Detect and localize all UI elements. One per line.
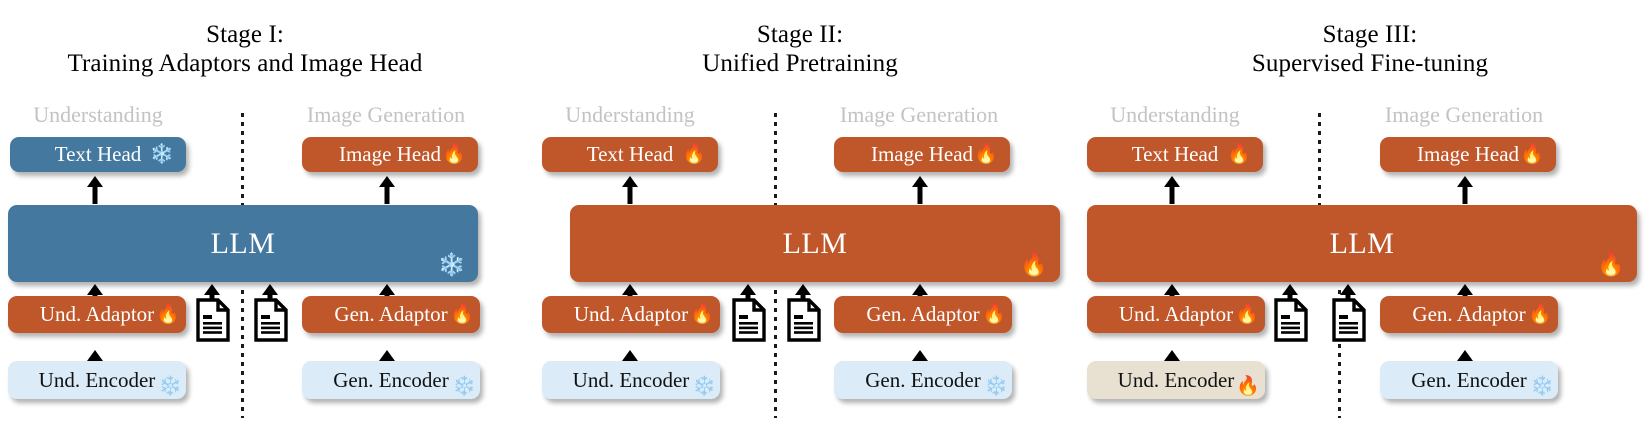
stage-1-caption-image-generation: Image Generation <box>306 102 466 127</box>
stage-3-text-head-label: Text Head <box>1131 142 1219 166</box>
stage-3-llm-label: LLM <box>1329 226 1395 260</box>
stage-2-gen-adaptor-label: Gen. Adaptor <box>866 302 980 326</box>
stage-3-llm[interactable]: LLM 🔥 <box>1087 205 1637 282</box>
flame-icon: 🔥 <box>1236 376 1260 397</box>
stage-3-title: Stage III: Supervised Fine-tuning <box>1125 20 1615 78</box>
stage-3-gen-adaptor[interactable]: Gen. Adaptor 🔥 <box>1380 296 1558 333</box>
stage-3-image-head-label: Image Head <box>1416 142 1520 166</box>
stage-3-document-left <box>1274 298 1308 347</box>
stage-1-document-left <box>196 298 230 347</box>
snowflake-icon: ❄️ <box>150 144 174 165</box>
flame-icon: 🔥 <box>1020 252 1048 277</box>
flame-icon: 🔥 <box>682 144 706 165</box>
flame-icon: 🔥 <box>1597 252 1625 277</box>
stage-2-title: Stage II: Unified Pretraining <box>555 20 1045 78</box>
stage-1-title: Stage I: Training Adaptors and Image Hea… <box>0 20 490 78</box>
stage-2-und-adaptor[interactable]: Und. Adaptor 🔥 <box>542 296 720 333</box>
stage-1-llm-label: LLM <box>210 226 276 260</box>
stage-2-und-encoder[interactable]: Und. Encoder ❄️ <box>542 361 720 399</box>
snowflake-icon: ❄️ <box>984 376 1008 397</box>
stage-1-und-adaptor-label: Und. Adaptor <box>39 302 155 326</box>
flame-icon: 🔥 <box>1528 304 1552 325</box>
flame-icon: 🔥 <box>156 304 180 325</box>
stage-1-und-encoder-label: Und. Encoder <box>38 367 156 392</box>
stage-3-image-head[interactable]: Image Head 🔥 <box>1380 137 1556 172</box>
snowflake-icon: ❄️ <box>692 376 716 397</box>
stage-1-caption-understanding: Understanding <box>33 102 163 127</box>
stage-3-title-line2: Supervised Fine-tuning <box>1251 50 1489 77</box>
stage-2-gen-encoder[interactable]: Gen. Encoder ❄️ <box>834 361 1012 399</box>
stage-3-caption-understanding: Understanding <box>1110 102 1240 127</box>
stage-2-gen-encoder-label: Gen. Encoder <box>865 367 981 392</box>
stage-2-llm-label: LLM <box>782 226 848 260</box>
flame-icon: 🔥 <box>1235 304 1259 325</box>
stage-1-title-line1: Stage I: <box>206 21 284 48</box>
stage-2-caption-understanding: Understanding <box>565 102 695 127</box>
stage-3-gen-adaptor-label: Gen. Adaptor <box>1412 302 1526 326</box>
stage-2-divider-upper <box>774 113 777 205</box>
stage-3-und-adaptor[interactable]: Und. Adaptor 🔥 <box>1087 296 1265 333</box>
stage-2-divider-lower <box>774 290 777 418</box>
stage-2-title-line1: Stage II: <box>756 21 844 48</box>
snowflake-icon: ❄️ <box>1530 376 1554 397</box>
stage-1-und-encoder[interactable]: Und. Encoder ❄️ <box>8 361 186 399</box>
stage-2-image-head-label: Image Head <box>870 142 974 166</box>
flame-icon: 🔥 <box>974 144 998 165</box>
stage-3-gen-encoder[interactable]: Gen. Encoder ❄️ <box>1380 361 1558 399</box>
stage-3-und-encoder[interactable]: Und. Encoder 🔥 <box>1087 361 1265 399</box>
stage-3-text-head[interactable]: Text Head 🔥 <box>1087 137 1263 172</box>
flame-icon: 🔥 <box>450 304 474 325</box>
stage-2-und-adaptor-label: Und. Adaptor <box>573 302 689 326</box>
stage-2-title-line2: Unified Pretraining <box>702 50 898 77</box>
stage-1-gen-adaptor-label: Gen. Adaptor <box>334 302 448 326</box>
stage-3-divider-lower <box>1338 290 1341 418</box>
stage-1-text-head-label: Text Head <box>54 142 142 166</box>
stage-1-divider-lower <box>241 290 244 418</box>
stage-3-und-encoder-label: Und. Encoder <box>1117 367 1235 392</box>
stage-2-llm[interactable]: LLM 🔥 <box>570 205 1060 282</box>
flame-icon: 🔥 <box>1227 144 1251 165</box>
stage-2-text-head[interactable]: Text Head 🔥 <box>542 137 718 172</box>
stage-3-document-right <box>1332 298 1366 347</box>
stage-1-gen-adaptor[interactable]: Gen. Adaptor 🔥 <box>302 296 480 333</box>
snowflake-icon: ❄️ <box>158 376 182 397</box>
stage-2-document-left <box>732 298 766 347</box>
stage-3-gen-encoder-label: Gen. Encoder <box>1411 367 1527 392</box>
stage-2-caption-image-generation: Image Generation <box>839 102 999 127</box>
stage-2-und-encoder-label: Und. Encoder <box>572 367 690 392</box>
stage-1-gen-encoder-label: Gen. Encoder <box>333 367 449 392</box>
flame-icon: 🔥 <box>690 304 714 325</box>
snowflake-icon: ❄️ <box>452 376 476 397</box>
flame-icon: 🔥 <box>442 144 466 165</box>
stage-1-llm[interactable]: LLM ❄️ <box>8 205 478 282</box>
snowflake-icon: ❄️ <box>438 252 466 277</box>
stage-2-gen-adaptor[interactable]: Gen. Adaptor 🔥 <box>834 296 1012 333</box>
stage-1-gen-encoder[interactable]: Gen. Encoder ❄️ <box>302 361 480 399</box>
stage-1-und-adaptor[interactable]: Und. Adaptor 🔥 <box>8 296 186 333</box>
stage-3-divider-upper <box>1318 113 1321 205</box>
stage-1-document-right <box>254 298 288 347</box>
stage-1-image-head[interactable]: Image Head 🔥 <box>302 137 478 172</box>
stage-2-document-right <box>787 298 821 347</box>
stage-3-caption-image-generation: Image Generation <box>1384 102 1544 127</box>
stage-2-text-head-label: Text Head <box>586 142 674 166</box>
stage-3-und-adaptor-label: Und. Adaptor <box>1118 302 1234 326</box>
stage-1-text-head[interactable]: Text Head ❄️ <box>10 137 186 172</box>
stage-1-image-head-label: Image Head <box>338 142 442 166</box>
stage-1-title-line2: Training Adaptors and Image Head <box>67 50 423 77</box>
flame-icon: 🔥 <box>1520 144 1544 165</box>
flame-icon: 🔥 <box>982 304 1006 325</box>
stage-2-image-head[interactable]: Image Head 🔥 <box>834 137 1010 172</box>
stage-1-divider-upper <box>241 113 244 205</box>
stage-3-title-line1: Stage III: <box>1322 21 1418 48</box>
